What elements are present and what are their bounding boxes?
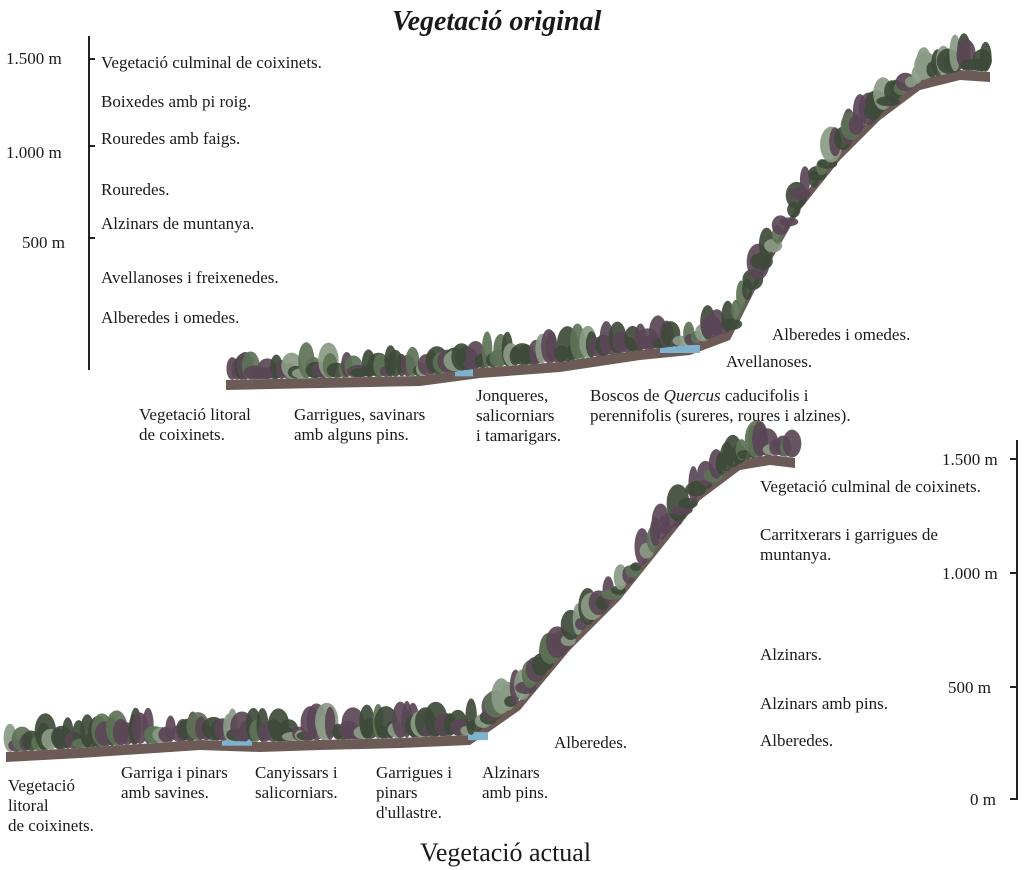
top-vegetation-profile [226,33,992,390]
top-tree-crown [722,318,743,330]
top-tree-crown [800,166,810,194]
bottom-vegetation-profile [4,421,802,762]
top-tree-crown [780,217,799,226]
top-tree-crown [980,42,992,72]
bottom-tree-crown [783,430,802,458]
